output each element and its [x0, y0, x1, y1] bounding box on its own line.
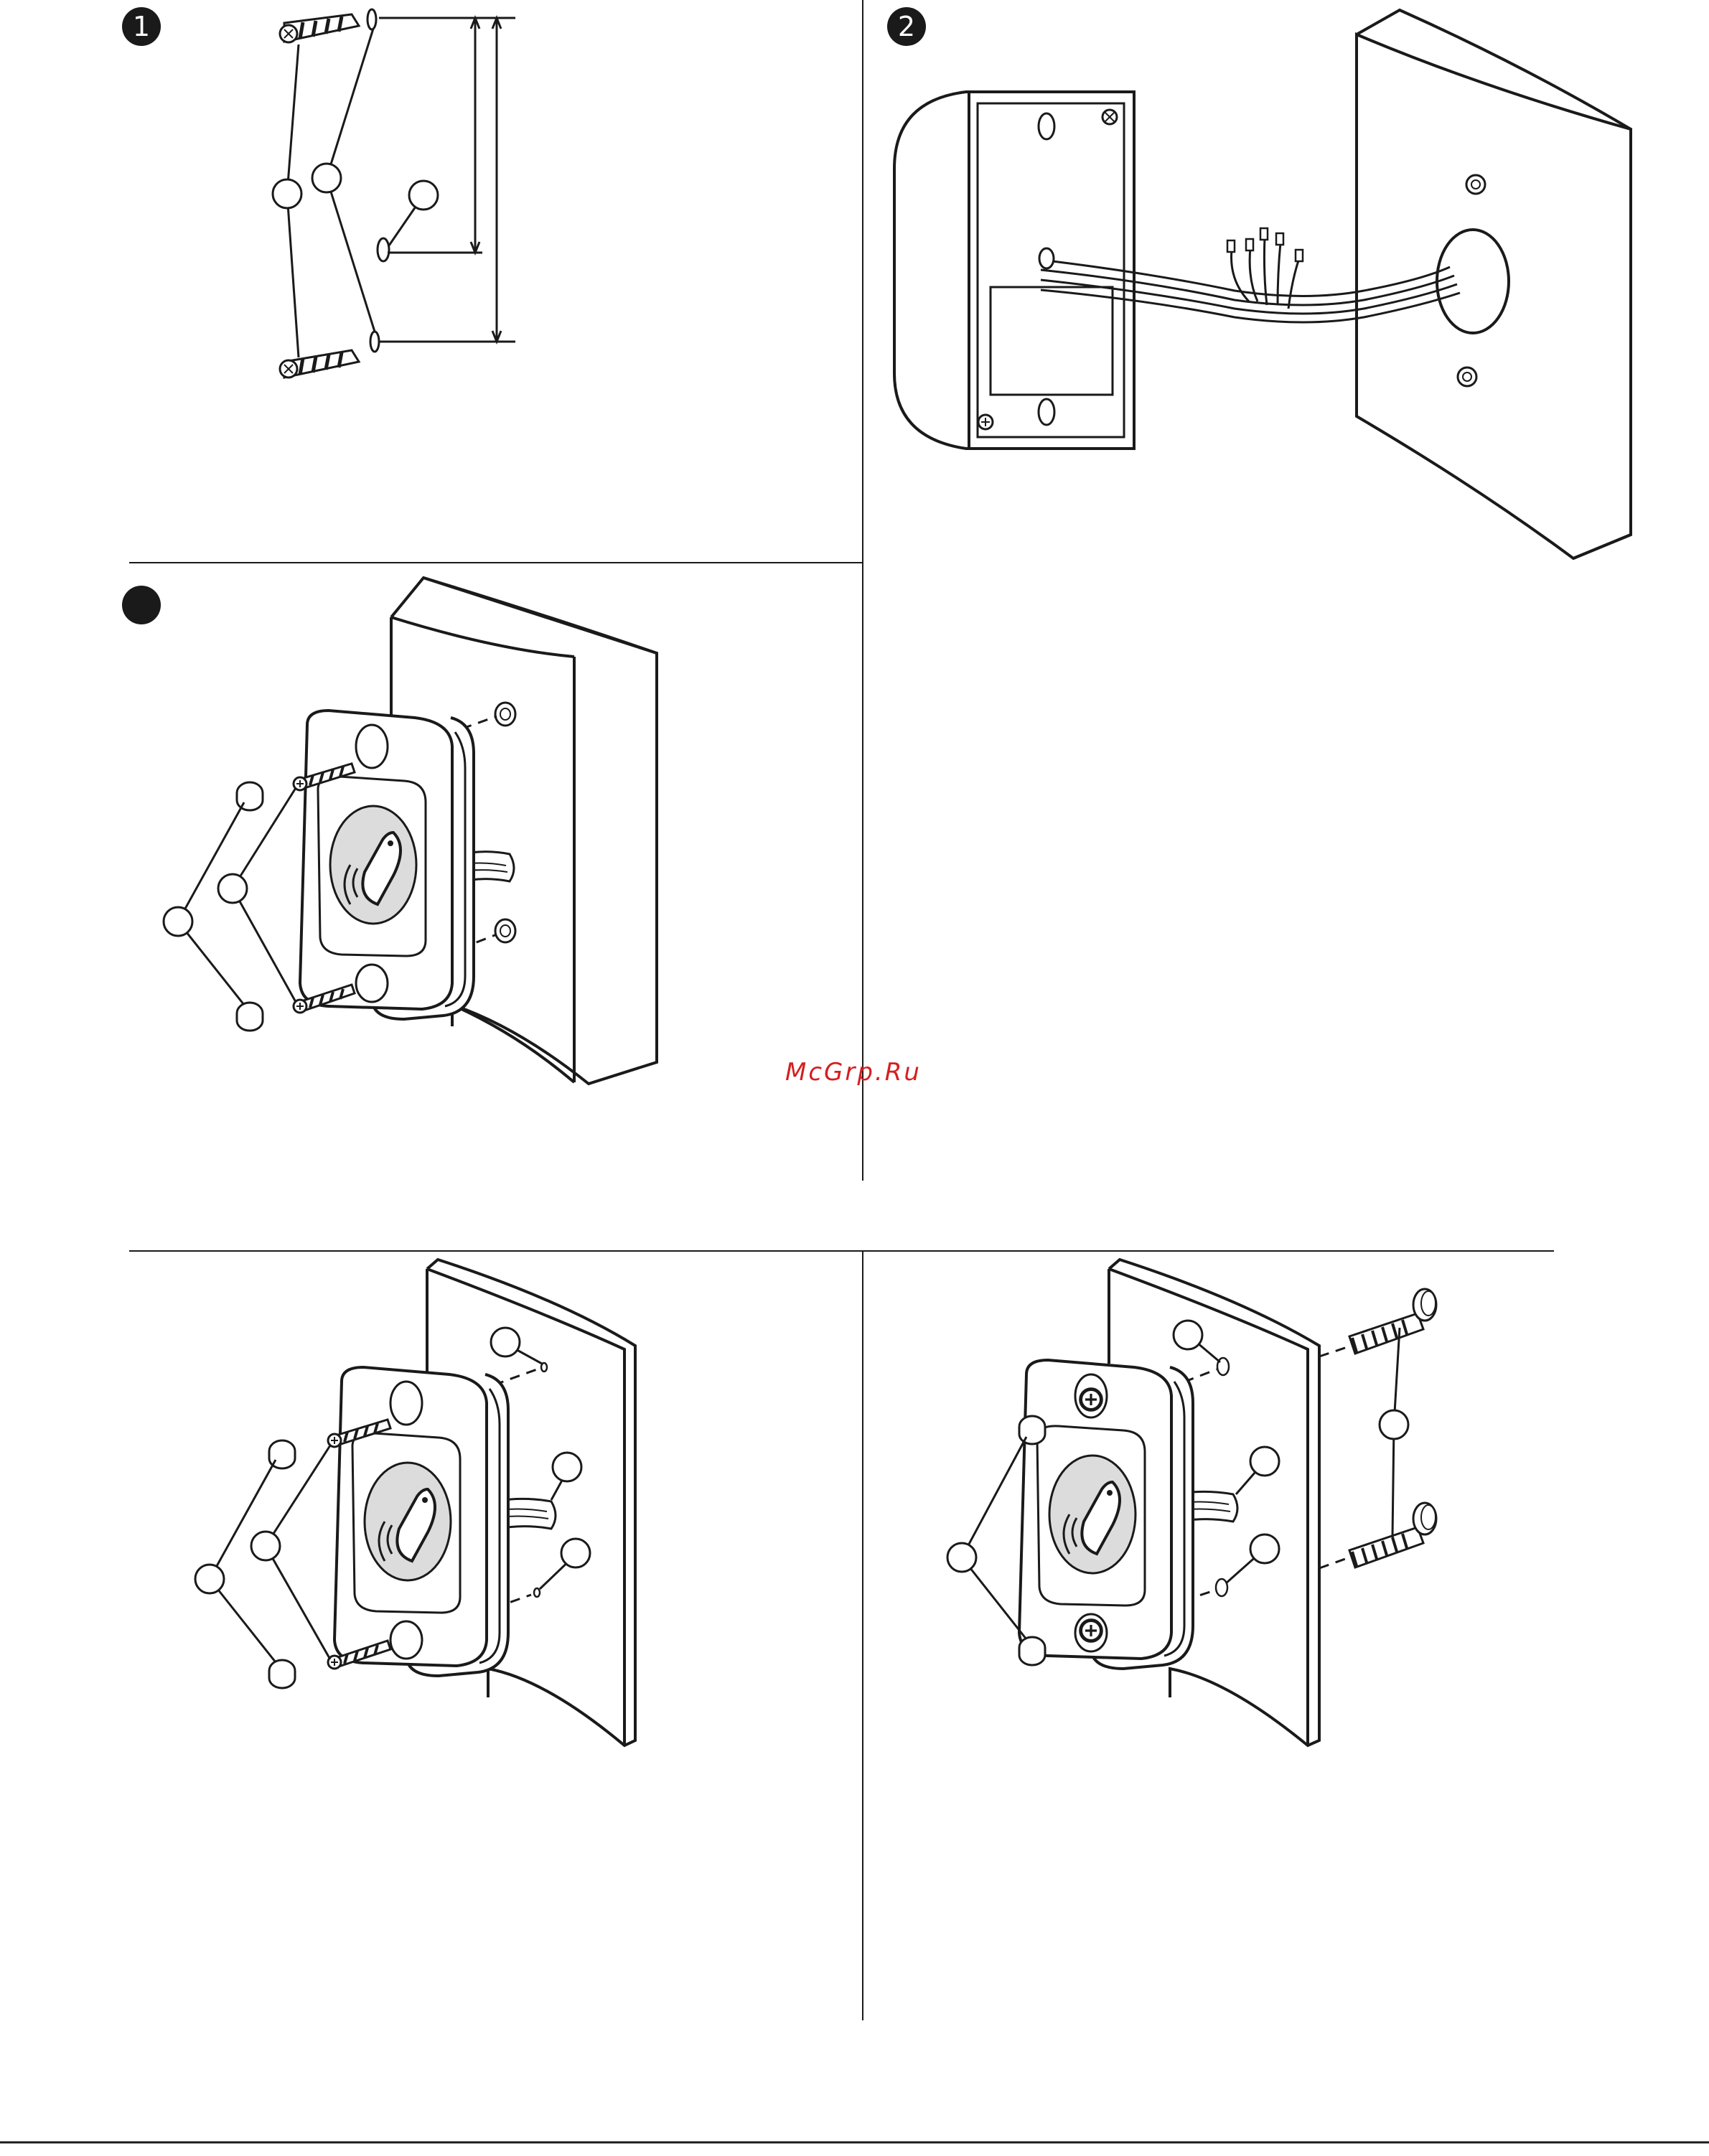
- callout-screws-4: [251, 1532, 280, 1560]
- wall-cable-opening: [1437, 230, 1509, 333]
- callout-cable-5: [1250, 1447, 1279, 1476]
- callout-hole-top-5: [1174, 1321, 1202, 1349]
- anchor-plug-top: [280, 9, 376, 42]
- panel-5-mounting-bolts: [947, 1260, 1436, 1745]
- callout-cable-hole: [409, 181, 438, 210]
- callout-anchors: [273, 179, 301, 208]
- callout-hole-top-4: [491, 1328, 520, 1356]
- callout-caps-5: [947, 1543, 976, 1572]
- reader-label-area: [991, 287, 1113, 395]
- callout-holes: [312, 164, 341, 192]
- callout-bolts-5: [1380, 1410, 1408, 1439]
- cable-hole-mark: [378, 238, 389, 261]
- callout-hole-bottom-5: [1250, 1534, 1279, 1563]
- callout-caps-4: [195, 1565, 224, 1593]
- panel-2-wiring: [894, 10, 1631, 558]
- step-1-badge: 1: [122, 7, 161, 46]
- watermark: McGrp.Ru: [785, 1058, 922, 1087]
- step-2-badge: 2: [887, 7, 926, 46]
- callout-cable-4: [553, 1453, 581, 1481]
- callout-hole-bottom-4: [561, 1539, 590, 1567]
- anchor-plug-bottom: [280, 332, 379, 378]
- panel-1-drilling-template: [273, 9, 515, 378]
- step-3-badge: [122, 586, 161, 624]
- callout-caps: [164, 907, 192, 936]
- panel-3-mounting: [164, 578, 657, 1084]
- dimension-lines: [379, 18, 515, 342]
- bolt-top: [1349, 1289, 1436, 1354]
- panel-4-mounting: [195, 1260, 635, 1745]
- callout-screws: [218, 874, 247, 903]
